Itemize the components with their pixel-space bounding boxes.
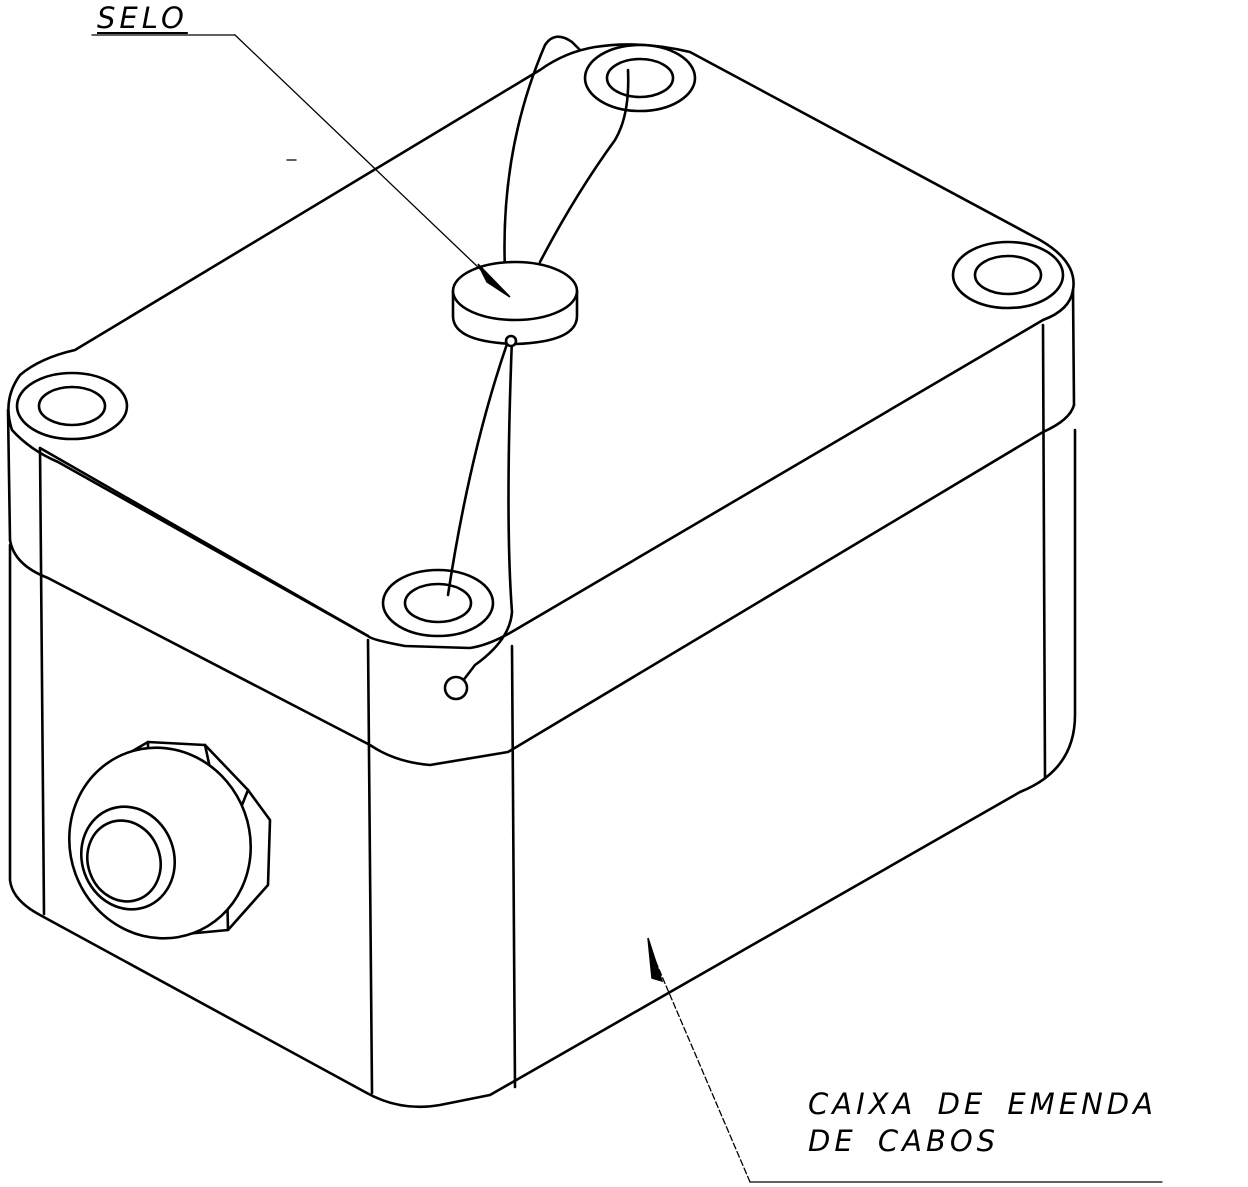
screw-boss-left <box>15 371 129 441</box>
cable-gland <box>67 740 272 940</box>
screw-boss-front <box>381 568 495 638</box>
box-lid <box>6 43 1076 650</box>
box-body <box>8 323 1077 1109</box>
screw-boss-right <box>951 240 1065 310</box>
leader-seal <box>91 34 511 298</box>
box-label: CAIXA DE EMENDA DE CABOS <box>808 1086 1157 1160</box>
box-label-line-1: CAIXA DE EMENDA <box>808 1087 1157 1121</box>
screw-boss-back <box>583 43 697 113</box>
box-label-line-2: DE CABOS <box>808 1124 1000 1159</box>
seal-wire <box>446 35 630 684</box>
seal-disc <box>451 260 579 348</box>
seal-anchor-hole <box>443 675 469 701</box>
seal-label: SELO <box>97 1 188 35</box>
leader-box <box>647 937 1163 1183</box>
